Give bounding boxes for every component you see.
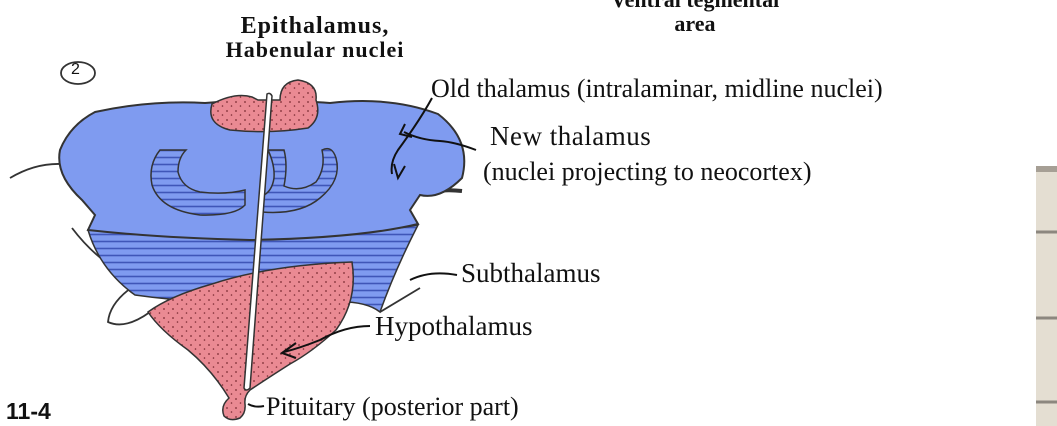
new-thalamus-label: New thalamus bbox=[490, 121, 651, 152]
panel-marker: 2 bbox=[71, 61, 80, 79]
pituitary-label: Pituitary (posterior part) bbox=[266, 392, 519, 422]
header-left: Epithalamus, Habenular nuclei bbox=[150, 14, 480, 62]
right-edge-panel bbox=[1036, 166, 1057, 426]
old-thalamus-label: Old thalamus (intralaminar, midline nucl… bbox=[431, 74, 883, 104]
header-right: Ventral tegmental area bbox=[510, 0, 880, 36]
new-thalamus-note: (nuclei projecting to neocortex) bbox=[483, 157, 811, 187]
epithalamus-header: Epithalamus, bbox=[150, 14, 480, 38]
habenular-header: Habenular nuclei bbox=[150, 38, 480, 62]
area-header: area bbox=[510, 12, 880, 36]
hypothalamus-label: Hypothalamus bbox=[375, 311, 532, 342]
figure-number: 11-4 bbox=[6, 398, 51, 425]
subthalamus-label: Subthalamus bbox=[461, 258, 601, 289]
subthalamus-leader bbox=[410, 273, 457, 280]
pituitary-leader bbox=[248, 404, 264, 407]
